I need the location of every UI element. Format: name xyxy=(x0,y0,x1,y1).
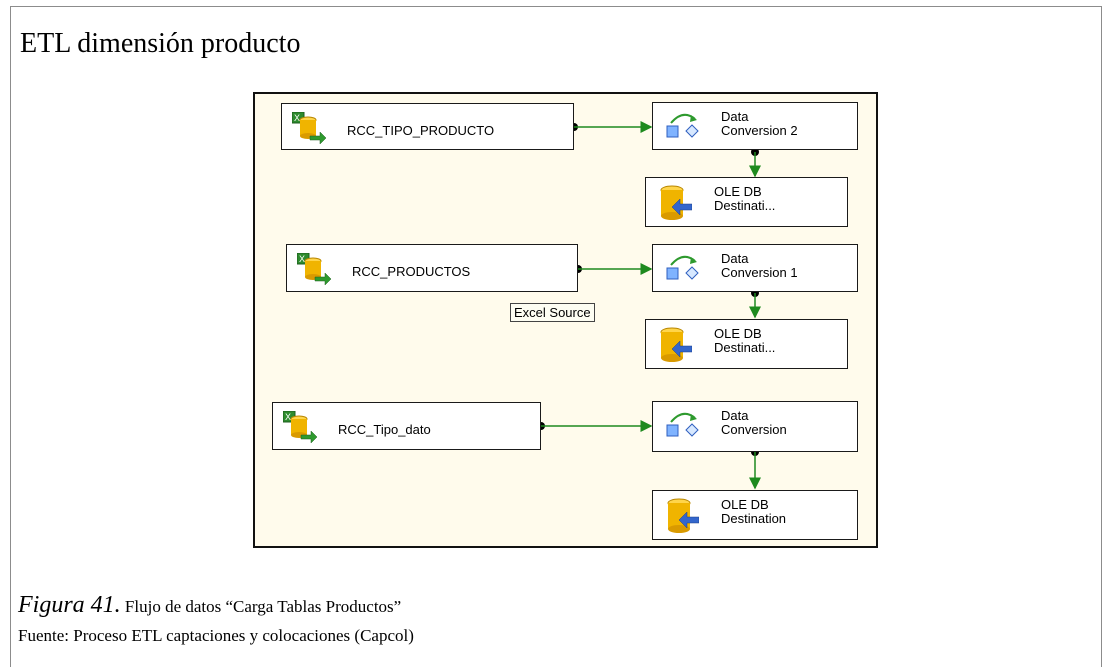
destination-label-line1: OLE DB xyxy=(721,497,769,512)
data-flow-canvas: X RCC_TIPO_PRODUCTO Data Conversion 2 OL… xyxy=(253,92,878,548)
ole-db-destination-3[interactable]: OLE DB Destination xyxy=(652,490,858,540)
data-conversion-icon xyxy=(666,255,699,280)
conversion-label-line1: Data xyxy=(721,408,749,423)
conversion-label-line2: Conversion 2 xyxy=(721,123,798,138)
ole-db-destination-icon xyxy=(660,327,692,362)
source-label: RCC_PRODUCTOS xyxy=(352,264,471,279)
figure-caption-text: Flujo de datos “Carga Tablas Productos” xyxy=(124,597,402,616)
conversion-label-line1: Data xyxy=(721,251,749,266)
excel-source-icon: X xyxy=(297,253,331,285)
data-conversion-icon xyxy=(666,113,699,138)
conversion-label-line2: Conversion xyxy=(721,422,787,437)
source-note: Fuente: Proceso ETL captaciones y coloca… xyxy=(18,626,414,645)
destination-label-line1: OLE DB xyxy=(714,184,762,199)
ole-db-destination-icon xyxy=(667,498,699,533)
data-conversion-icon xyxy=(666,412,699,437)
conversion-label-line1: Data xyxy=(721,109,749,124)
conversion-label-line2: Conversion 1 xyxy=(721,265,798,280)
source-label: RCC_Tipo_dato xyxy=(338,422,431,437)
excel-source-rcc-productos[interactable]: X RCC_PRODUCTOS xyxy=(286,244,578,292)
excel-source-rcc-tipo-dato[interactable]: X RCC_Tipo_dato xyxy=(272,402,541,450)
destination-label-line1: OLE DB xyxy=(714,326,762,341)
ole-db-destination-1[interactable]: OLE DB Destinati... xyxy=(645,177,848,227)
ole-db-destination-2[interactable]: OLE DB Destinati... xyxy=(645,319,848,369)
excel-source-icon: X xyxy=(283,411,317,443)
svg-text:X: X xyxy=(294,113,300,123)
page-title: ETL dimensión producto xyxy=(20,28,301,59)
figure-caption: Figura 41. Flujo de datos “Carga Tablas … xyxy=(18,592,401,619)
destination-label-line2: Destination xyxy=(721,511,787,526)
excel-source-tooltip: Excel Source xyxy=(510,303,595,322)
ole-db-destination-icon xyxy=(660,185,692,220)
figure-frame xyxy=(10,6,1102,667)
data-conversion-1[interactable]: Data Conversion 1 xyxy=(652,244,858,292)
excel-source-icon: X xyxy=(292,112,326,144)
source-label: RCC_TIPO_PRODUCTO xyxy=(347,123,495,138)
svg-text:X: X xyxy=(299,254,305,264)
destination-label-line2: Destinati... xyxy=(714,198,776,213)
data-conversion[interactable]: Data Conversion xyxy=(652,401,858,452)
destination-label-line2: Destinati... xyxy=(714,340,776,355)
excel-source-rcc-tipo-producto[interactable]: X RCC_TIPO_PRODUCTO xyxy=(281,103,574,150)
figure-number: Figura 41. xyxy=(18,592,121,618)
svg-text:X: X xyxy=(285,412,291,422)
data-conversion-2[interactable]: Data Conversion 2 xyxy=(652,102,858,150)
